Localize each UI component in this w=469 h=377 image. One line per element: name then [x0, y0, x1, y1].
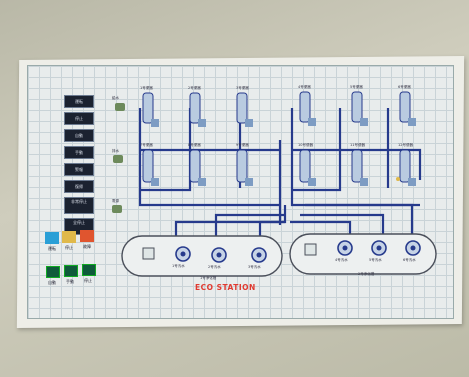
toilet-label-5: 5号便器	[350, 85, 363, 90]
toilet-label-2: 2号便器	[188, 86, 201, 91]
toilet-label-8: 8号便器	[188, 143, 201, 148]
manual-button[interactable]	[64, 265, 78, 277]
amber-indicator	[396, 177, 400, 181]
toilet-label-6: 6号便器	[398, 85, 411, 90]
stop-button-label: 停止	[80, 278, 96, 284]
toilet-label-9: 9号便器	[236, 143, 249, 148]
pump-label-2: 2号汚水	[208, 265, 221, 270]
toilet-label-10: 10号便器	[298, 143, 313, 148]
toilet-label-4: 4号便器	[298, 85, 311, 90]
manual-button-label: 手動	[62, 279, 78, 285]
station-title: ECO STATION	[195, 283, 256, 292]
fault-lamp-label: 故障	[79, 244, 95, 250]
pipe-network	[140, 108, 420, 238]
stop-lamp-label: 停止	[61, 245, 77, 251]
stop-button[interactable]	[82, 264, 96, 276]
pump-label-3: 3号汚水	[248, 265, 261, 270]
toilet-label-7: 7号便器	[140, 143, 153, 148]
auto-button[interactable]	[46, 266, 60, 278]
toilet-label-12: 12号便器	[398, 143, 413, 148]
pump-label-4: 4号汚水	[335, 258, 348, 263]
tank-outlines	[122, 234, 436, 276]
pump-label-6: 6号汚水	[403, 258, 416, 263]
run-lamp	[45, 232, 59, 244]
pump-label-5: 5号汚水	[369, 258, 382, 263]
toilet-label-3: 3号便器	[236, 86, 249, 91]
tank-label-1: 1号浄化槽	[200, 276, 216, 281]
run-lamp-label: 運転	[44, 246, 60, 252]
pump-label-1: 1号汚水	[172, 264, 185, 269]
auto-button-label: 自動	[44, 280, 60, 286]
stop-lamp	[62, 231, 76, 243]
tank-label-2: 2号浄化槽	[358, 272, 374, 277]
fault-lamp	[80, 230, 94, 242]
toilet-label-1: 1号便器	[140, 86, 153, 91]
toilet-label-11: 11号便器	[350, 143, 365, 148]
